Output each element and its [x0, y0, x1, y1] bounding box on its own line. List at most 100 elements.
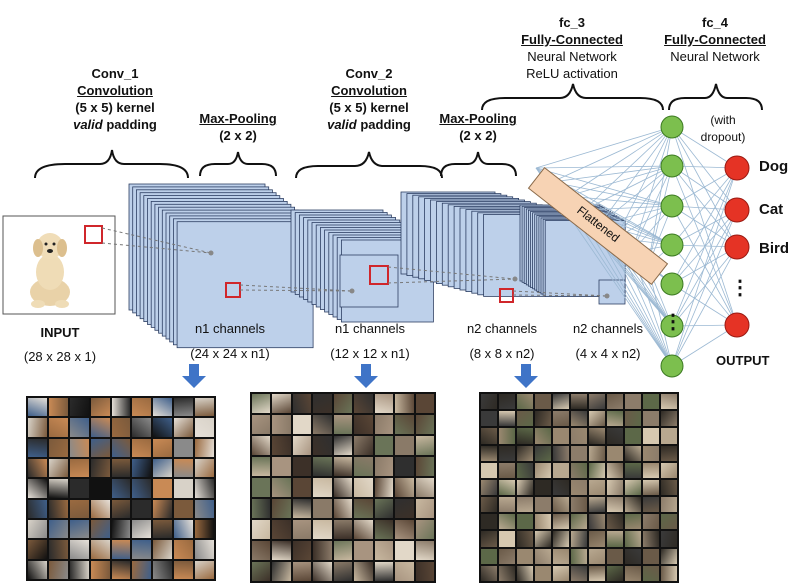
filter-tile	[625, 565, 641, 581]
filter-tile	[517, 531, 533, 547]
filter-tile	[607, 514, 623, 530]
filter-tile	[535, 462, 551, 478]
filter-tile	[69, 499, 89, 518]
filter-tile	[374, 415, 394, 434]
connection-line	[671, 126, 738, 169]
connection-line	[551, 165, 673, 183]
filter-tile	[571, 411, 587, 427]
filter-tile	[481, 548, 497, 564]
filter-tile	[415, 562, 434, 581]
filter-tile	[553, 394, 569, 410]
filter-tile	[535, 479, 551, 496]
filter-tile	[499, 428, 515, 444]
filter-tile	[589, 497, 605, 513]
filter-tile	[174, 459, 194, 478]
filter-tile	[111, 520, 131, 539]
dropout-line2: dropout)	[700, 130, 746, 144]
filter-tile	[69, 438, 89, 457]
filter-tile	[571, 497, 587, 513]
filter-tile	[661, 394, 677, 410]
filter-tile	[111, 560, 131, 579]
filter-tile	[252, 562, 271, 581]
filter-tile	[571, 394, 587, 410]
filter-tile	[481, 462, 497, 478]
filter-tile	[313, 541, 332, 560]
filter-tile	[415, 541, 434, 560]
filter-tile	[643, 411, 659, 427]
conv1-padding-rest: padding	[102, 117, 157, 132]
conv1-name: Conv_1	[91, 66, 139, 81]
filter-tile	[174, 438, 194, 457]
filter-tile	[625, 531, 641, 547]
pool2-brace	[440, 151, 517, 177]
connection-line	[551, 181, 673, 207]
filter-tile	[643, 428, 659, 444]
hidden-node	[660, 354, 684, 378]
stage2-size: (12 x 12 x n1)	[330, 346, 410, 361]
filter-tile	[28, 398, 47, 417]
filter-tile	[48, 520, 68, 539]
filter-tile	[374, 436, 394, 455]
filter-tile	[174, 540, 194, 559]
connection-line	[671, 126, 738, 211]
filter-tile	[313, 562, 332, 581]
filter-tile	[607, 479, 623, 496]
conv2-caption: Conv_2 Convolution (5 x 5) kernel valid …	[314, 65, 424, 133]
filter-tile	[69, 479, 89, 498]
filter-tile	[374, 520, 394, 539]
filter-tile	[553, 462, 569, 478]
hidden-ellipsis: ⋮	[663, 311, 683, 333]
filter-tile	[195, 520, 214, 539]
output-node	[724, 312, 750, 338]
filter-tile	[571, 445, 587, 461]
connection-line	[535, 165, 673, 169]
filter-tile	[252, 457, 271, 476]
filter-tile	[374, 562, 394, 581]
flattened-bar	[527, 167, 669, 285]
filter-tile	[661, 548, 677, 564]
filter-tile	[354, 415, 373, 434]
connection-line	[615, 126, 673, 239]
stage3-size: (8 x 8 x n2)	[469, 346, 535, 361]
pool1-type: Max-Pooling	[199, 111, 277, 126]
filter-tile	[589, 479, 605, 496]
filter-tile	[272, 436, 291, 455]
fc4-name: fc_4	[701, 15, 729, 30]
filter-tile	[607, 411, 623, 427]
filter-tile	[517, 514, 533, 530]
filter-tile	[643, 497, 659, 513]
fc3-desc1: Neural Network	[527, 49, 617, 64]
filter-tile	[374, 541, 394, 560]
filter-tile	[48, 418, 68, 437]
filter-tile	[333, 499, 353, 518]
connection-line	[671, 209, 738, 367]
filter-tile	[272, 562, 291, 581]
connection-line	[551, 126, 673, 183]
filter-tile	[395, 478, 414, 497]
filter-tile	[90, 479, 110, 498]
filter-tile	[111, 459, 131, 478]
filter-tile	[661, 428, 677, 444]
filter-tile	[553, 565, 569, 581]
filter-tile	[69, 520, 89, 539]
conv2-kernel: (5 x 5) kernel	[329, 100, 409, 115]
filter-tile	[195, 499, 214, 518]
filter-tile	[48, 459, 68, 478]
stage3-channels: n2 channels	[466, 321, 538, 336]
filter-tile	[174, 398, 194, 417]
filter-tile	[643, 565, 659, 581]
filter-tile	[589, 462, 605, 478]
filter-tile	[354, 541, 373, 560]
filter-tile	[571, 514, 587, 530]
filter-tile	[272, 478, 291, 497]
connection-line	[671, 283, 738, 326]
filter-tile	[48, 479, 68, 498]
conv1-feature-maps	[128, 183, 314, 349]
filter-tile	[292, 415, 312, 434]
filter-tile	[354, 457, 373, 476]
connection-line	[583, 205, 673, 211]
connection-line	[599, 165, 673, 225]
filter-tile	[153, 438, 173, 457]
filter-tile	[553, 445, 569, 461]
filter-tile	[28, 479, 47, 498]
